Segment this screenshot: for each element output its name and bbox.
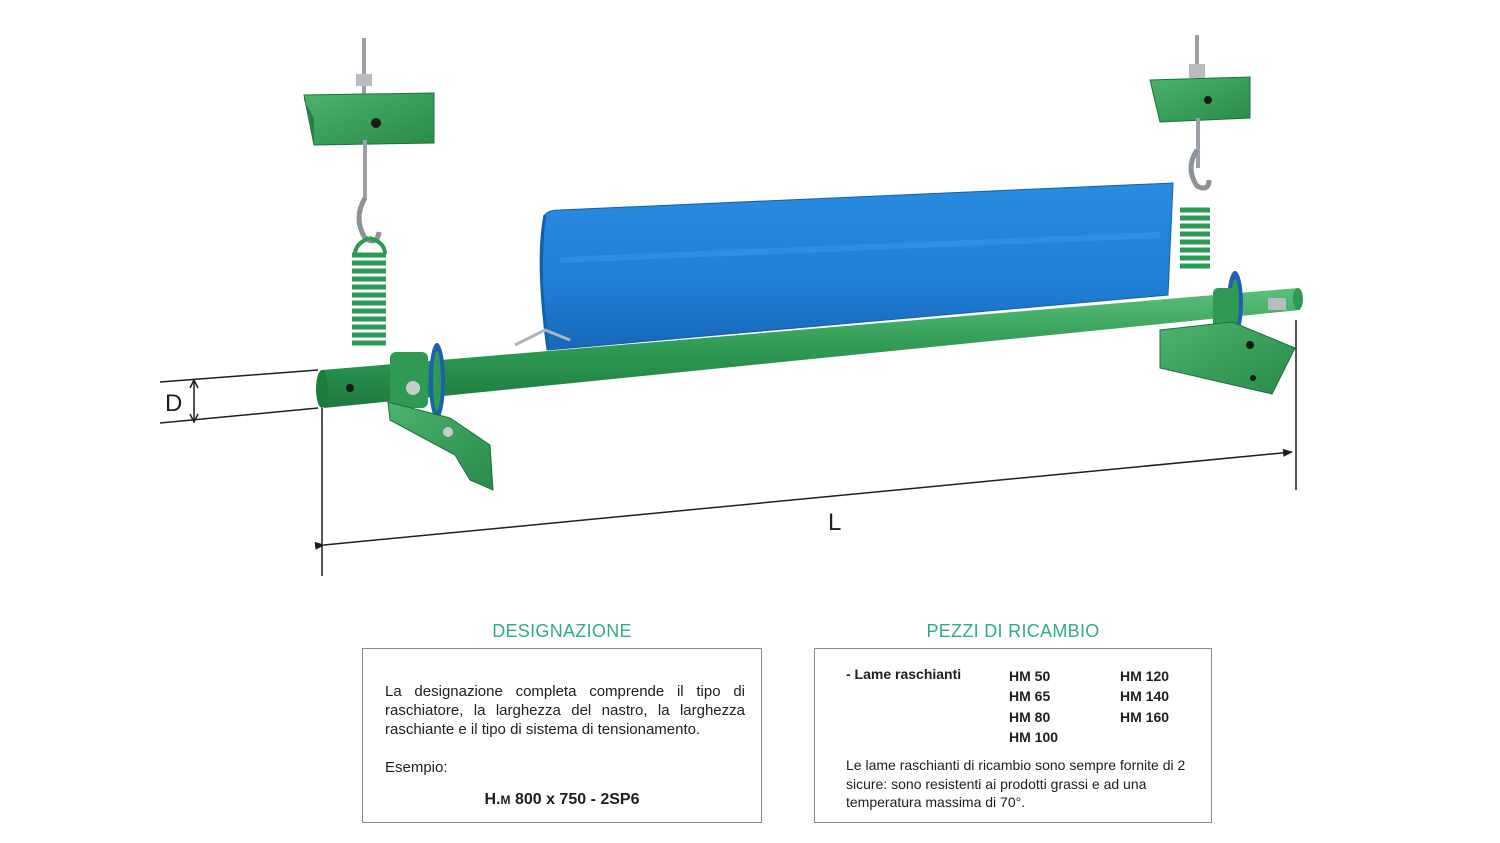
example-code: H.M 800 x 750 - 2SP6 (363, 791, 761, 809)
spare-model: HM 140 (1120, 688, 1170, 705)
belt-scraper-illustration: D L (159, 35, 1303, 576)
right-hanger (1149, 35, 1251, 269)
spares-models-col1: HM 50 HM 65 HM 80 HM 100 (1009, 666, 1058, 747)
spare-model: HM 100 (1009, 728, 1059, 745)
spares-note: Le lame raschianti di ricambio sono semp… (846, 757, 1186, 810)
dimension-d (159, 369, 319, 424)
spare-model: HM 160 (1120, 708, 1170, 725)
spare-model: HM 65 (1009, 688, 1051, 705)
scraper-tube (316, 288, 1303, 408)
spare-model: HM 80 (1009, 708, 1051, 725)
designazione-title: DESIGNAZIONE (492, 621, 632, 641)
left-hanger (303, 38, 435, 346)
left-spring (352, 236, 387, 346)
example-code-prefix: H. (484, 791, 501, 808)
spare-model: HM 50 (1009, 668, 1051, 684)
spare-model: HM 120 (1120, 668, 1170, 684)
designazione-box: La designazione completa comprende il ti… (362, 648, 762, 823)
right-spring (1180, 207, 1210, 269)
scraper-blade (514, 182, 1174, 351)
example-label: Esempio: (385, 759, 448, 776)
designazione-text: La designazione completa comprende il ti… (385, 683, 745, 738)
ricambi-title: PEZZI DI RICAMBIO (926, 621, 1100, 641)
dimension-d-label: D (165, 390, 182, 417)
dimension-l (314, 320, 1297, 576)
spares-item-label: - Lame raschianti (846, 666, 962, 682)
right-bearing (1159, 271, 1296, 395)
example-code-prefix-small: M (500, 793, 511, 807)
dimension-l-label: L (828, 509, 841, 536)
ricambi-box: - Lame raschianti HM 50 HM 65 HM 80 HM 1… (814, 648, 1212, 823)
example-code-rest: 800 x 750 - 2SP6 (510, 791, 640, 808)
spares-models-col2: HM 120 HM 140 HM 160 (1120, 666, 1169, 727)
